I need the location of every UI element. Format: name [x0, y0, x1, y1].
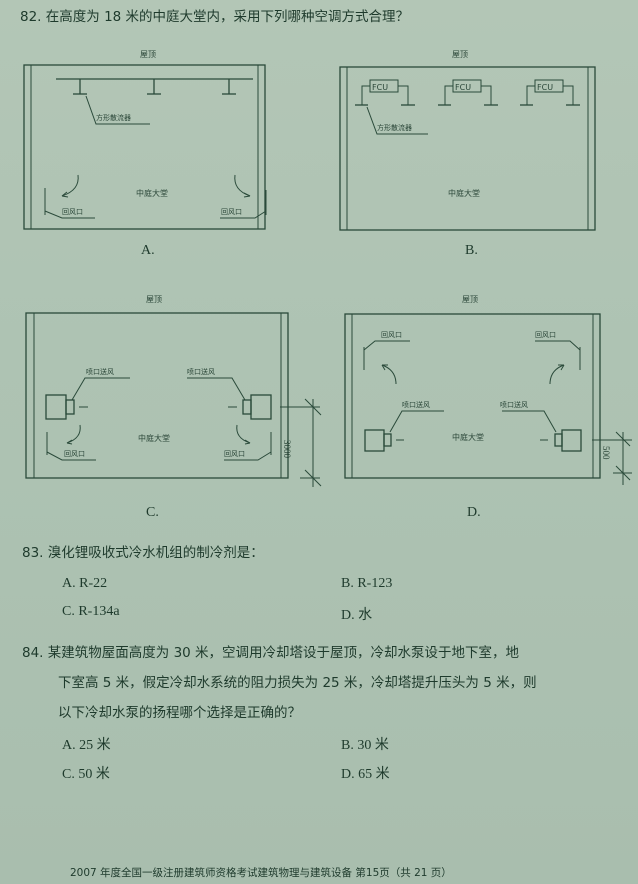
roof-label: 屋顶: [452, 50, 468, 59]
diagram-a: 屋顶 方形散流器 中庭大堂 回风口 回风口 A.: [0, 0, 320, 280]
option-b[interactable]: B. R-123: [341, 576, 393, 591]
option-a[interactable]: A. 25 米: [62, 738, 111, 753]
question-number: 84.: [22, 645, 44, 661]
nozzle-supply-label: 喷口送风: [500, 401, 528, 409]
question-text: 在高度为 18 米的中庭大堂内，采用下列哪种空调方式合理？: [45, 9, 410, 25]
dimension-label: 3000: [282, 440, 292, 458]
nozzle-supply-label: 喷口送风: [86, 368, 114, 376]
question-text: 溴化锂吸收式冷水机组的制冷剂是：: [47, 545, 264, 561]
return-vent-label: 回风口: [62, 208, 83, 216]
option-d[interactable]: D. 65 米: [341, 767, 390, 782]
question-83: 83. 溴化锂吸收式冷水机组的制冷剂是：: [22, 544, 264, 562]
question-text-line1: 某建筑物屋面高度为 30 米，空调用冷却塔设于屋顶，冷却水泵设于地下室，地: [47, 645, 520, 661]
diagram-c-drawing: [25, 312, 322, 487]
question-number: 82.: [20, 9, 42, 25]
option-letter[interactable]: C.: [146, 505, 159, 520]
fcu-label: FCU: [455, 83, 472, 92]
option-b[interactable]: B. 30 米: [341, 738, 389, 753]
question-84: 84. 某建筑物屋面高度为 30 米，空调用冷却塔设于屋顶，冷却水泵设于地下室，…: [22, 644, 519, 662]
roof-label: 屋顶: [146, 295, 162, 304]
diagram-b-drawing: [339, 66, 596, 231]
option-c[interactable]: C. R-134a: [62, 604, 120, 619]
roof-label: 屋顶: [140, 50, 156, 59]
return-vent-label: 回风口: [64, 450, 85, 458]
return-vent-label: 回风口: [224, 450, 245, 458]
hall-label: 中庭大堂: [448, 189, 480, 198]
diagram-d: 屋顶 回风口 回风口 喷口送风 喷口送风 中庭大堂 500 D.: [330, 280, 638, 530]
diagram-a-drawing: [23, 64, 267, 230]
diffuser-label: 方形散流器: [96, 114, 131, 122]
hall-label: 中庭大堂: [452, 433, 484, 442]
return-vent-label: 回风口: [535, 331, 556, 339]
diagram-c: 屋顶 喷口送风 喷口送风 中庭大堂 回风口 回风口 3000 C.: [0, 280, 330, 530]
hall-label: 中庭大堂: [138, 434, 170, 443]
question-82: 82. 在高度为 18 米的中庭大堂内，采用下列哪种空调方式合理？: [20, 8, 409, 26]
nozzle-supply-label: 喷口送风: [187, 368, 215, 376]
option-letter[interactable]: B.: [465, 243, 478, 258]
page-footer: 2007 年度全国一级注册建筑师资格考试建筑物理与建筑设备 第15页（共 21 …: [70, 867, 452, 879]
question-text-line2: 下室高 5 米，假定冷却水系统的阻力损失为 25 米，冷却塔提升压头为 5 米，…: [58, 675, 537, 691]
option-letter[interactable]: A.: [141, 243, 155, 258]
fcu-label: FCU: [372, 83, 389, 92]
option-a[interactable]: A. R-22: [62, 576, 108, 591]
nozzle-supply-label: 喷口送风: [402, 401, 430, 409]
diagram-d-drawing: [344, 313, 632, 485]
roof-label: 屋顶: [462, 295, 478, 304]
question-number: 83.: [22, 545, 44, 561]
diffuser-label: 方形散流器: [377, 124, 412, 132]
fcu-label: FCU: [537, 83, 554, 92]
question-text-line3: 以下冷却水泵的扬程哪个选择是正确的？: [58, 705, 301, 721]
option-c[interactable]: C. 50 米: [62, 767, 110, 782]
option-d[interactable]: D. 水: [341, 608, 373, 623]
dimension-label: 500: [601, 446, 611, 460]
return-vent-label: 回风口: [381, 331, 402, 339]
hall-label: 中庭大堂: [136, 189, 168, 198]
diagram-b: 屋顶 FCU FCU FCU 方形散流器 中庭大堂 B.: [0, 0, 638, 280]
option-letter[interactable]: D.: [467, 505, 481, 520]
return-vent-label: 回风口: [221, 208, 242, 216]
